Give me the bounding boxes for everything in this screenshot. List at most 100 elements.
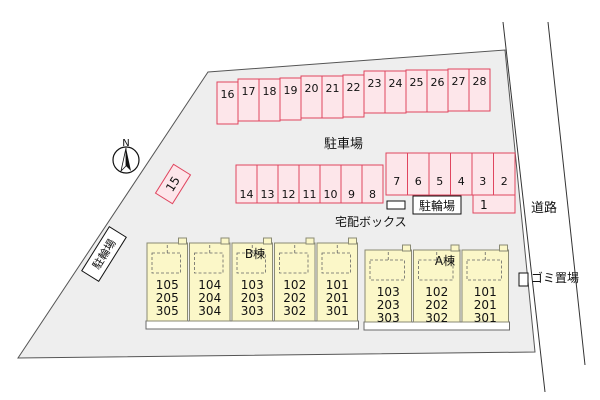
unit-number: 201 [326, 291, 349, 305]
unit-number: 302 [425, 311, 448, 325]
parking-slot-label: 2 [501, 175, 508, 188]
parking-slot-label: 20 [305, 82, 319, 95]
parking-top-row: 16 17 18 19 20 21 22 23 24 25 26 27 28 [216, 68, 491, 125]
parking-slot-9: 9 [340, 164, 363, 204]
compass-needle-icon [126, 148, 131, 171]
road-edge-right [547, 21, 586, 366]
parking-slot-28: 28 [468, 68, 491, 112]
unit-number: 102 [425, 285, 448, 299]
parking-area-label: 駐車場 [324, 137, 363, 152]
parking-slot-label: 13 [261, 188, 275, 201]
compass-label: N [122, 138, 129, 149]
parking-slot-label: 8 [369, 188, 376, 201]
parking-slot-19: 19 [279, 77, 302, 121]
parking-slot-label: 7 [393, 175, 400, 188]
unit-number: 203 [377, 298, 400, 312]
building-b: 1052053051042043041032033031022023021012… [145, 237, 359, 330]
unit-number: 301 [326, 304, 349, 318]
parking-slot-7: 7 [385, 152, 408, 196]
parking-slot-2: 2 [493, 152, 516, 196]
unit-number: 304 [198, 304, 221, 318]
unit-number: 201 [474, 298, 497, 312]
parking-slot-20: 20 [300, 75, 323, 119]
parking-slot-label: 5 [436, 175, 443, 188]
parking-slot-27: 27 [447, 68, 470, 112]
garbage-area: ゴミ置場 [518, 270, 579, 287]
parking-slot-label: 21 [326, 82, 340, 95]
parking-slot-14: 14 [235, 164, 258, 204]
unit-number: 303 [241, 304, 264, 318]
parking-slot-label: 27 [452, 75, 466, 88]
parking-slot-8: 8 [361, 164, 384, 204]
parking-slot-4: 4 [450, 152, 473, 196]
parking-slot-22: 22 [342, 74, 365, 118]
unit-number: 204 [198, 291, 221, 305]
parking-slot-label: 28 [473, 75, 487, 88]
parking-slot-1: 1 [472, 194, 516, 214]
parking-slot-10: 10 [319, 164, 342, 204]
parking-slot-label: 9 [348, 188, 355, 201]
unit-number: 305 [156, 304, 179, 318]
unit-number: 104 [198, 278, 221, 292]
unit-number: 203 [241, 291, 264, 305]
delivery-box-label: 宅配ボックス [335, 214, 407, 229]
building-a-name: A棟 [435, 253, 455, 268]
parking-slot-label: 25 [410, 76, 424, 89]
parking-slot-13: 13 [256, 164, 279, 204]
unit-number: 103 [241, 278, 264, 292]
parking-slot-label: 22 [347, 81, 361, 94]
unit-number: 105 [156, 278, 179, 292]
parking-slot-26: 26 [426, 69, 449, 113]
parking-slot-1-label: 1 [480, 198, 488, 212]
parking-slot-label: 10 [324, 188, 338, 201]
bike-parking-label: 駐輪場 [419, 198, 455, 213]
parking-slot-18: 18 [258, 78, 281, 122]
unit-number: 205 [156, 291, 179, 305]
parking-slot-label: 23 [368, 77, 382, 90]
parking-slot-15-label: 15 [163, 174, 183, 194]
bike-parking: 駐輪場 [412, 195, 462, 215]
unit-number: 101 [474, 285, 497, 299]
parking-slot-3: 3 [471, 152, 494, 196]
unit-number: 202 [425, 298, 448, 312]
parking-slot-label: 24 [389, 77, 403, 90]
parking-slot-label: 26 [431, 76, 445, 89]
parking-slot-label: 6 [415, 175, 422, 188]
parking-slot-12: 12 [277, 164, 300, 204]
parking-slot-label: 17 [242, 85, 256, 98]
parking-slot-label: 18 [263, 85, 277, 98]
parking-slot-17: 17 [237, 78, 260, 122]
road-edge-left [502, 21, 546, 393]
parking-slot-23: 23 [363, 70, 386, 114]
unit-number: 102 [283, 278, 306, 292]
parking-slot-16: 16 [216, 81, 239, 125]
parking-slot-24: 24 [384, 70, 407, 114]
parking-slot-6: 6 [407, 152, 430, 196]
unit-number: 101 [326, 278, 349, 292]
unit-number: 302 [283, 304, 306, 318]
compass: N [112, 138, 140, 174]
parking-slot-25: 25 [405, 69, 428, 113]
parking-slot-label: 19 [284, 84, 298, 97]
parking-slot-label: 14 [240, 188, 254, 201]
unit-number: 202 [283, 291, 306, 305]
delivery-box: 宅配ボックス [335, 200, 407, 229]
road-label: 道路 [531, 200, 557, 216]
building-b-name: B棟 [245, 246, 265, 261]
parking-slot-21: 21 [321, 75, 344, 119]
parking-slot-label: 11 [303, 188, 317, 201]
parking-slot-label: 4 [458, 175, 465, 188]
parking-slot-label: 16 [221, 88, 235, 101]
